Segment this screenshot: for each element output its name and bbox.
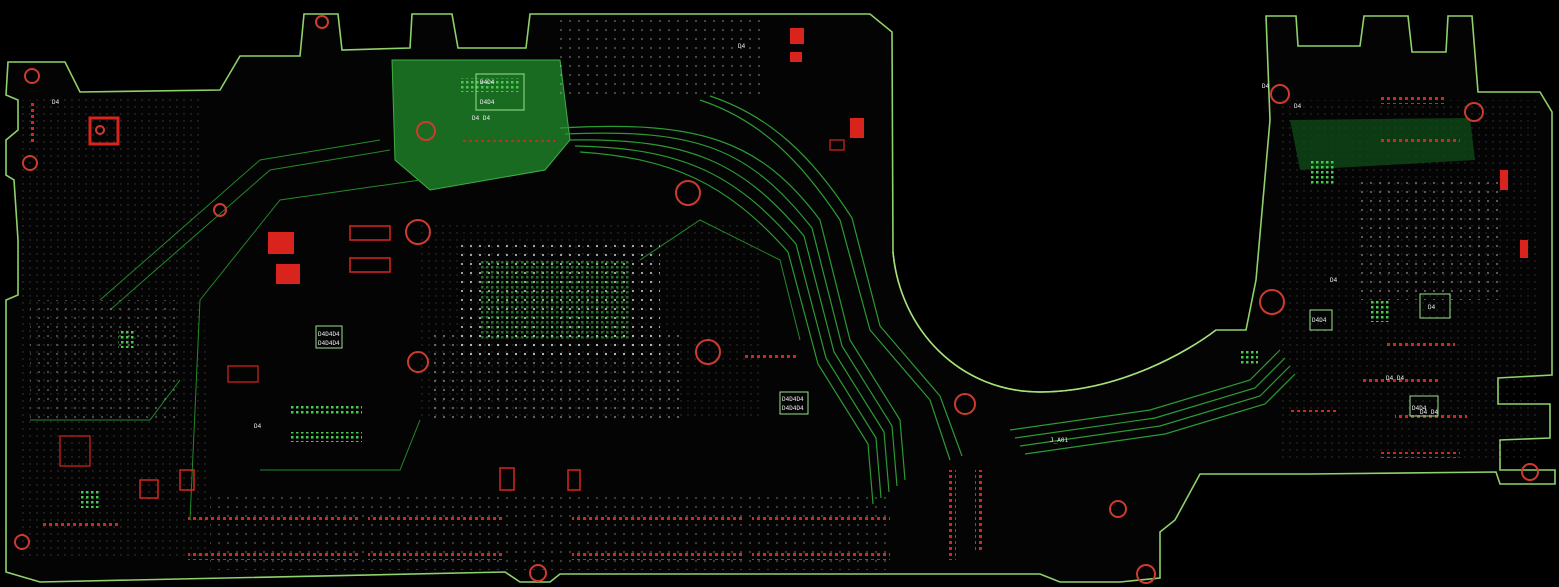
connector-right-1 [1380, 96, 1444, 104]
connector-vert-2 [975, 470, 983, 550]
smd-red-components [59, 28, 1528, 499]
svg-text:J_A01: J_A01 [1050, 437, 1068, 444]
green-pad-bank-2 [290, 432, 362, 442]
connector-mid-1 [742, 354, 798, 359]
mount-hole-2 [22, 155, 38, 171]
mount-hole-5 [405, 219, 431, 245]
chip-label: D4 [1428, 304, 1436, 311]
trace-bus-main [559, 95, 1296, 505]
connector-left-vert [30, 100, 36, 144]
green-pad-bank-6 [1240, 350, 1258, 366]
mount-hole-15 [1259, 289, 1285, 315]
mount-hole-4 [416, 121, 436, 141]
connector-right-6 [1380, 452, 1460, 458]
ic-chip-right-2[interactable]: D4D4 [1309, 309, 1333, 331]
mount-hole-14 [1464, 102, 1484, 122]
via-field-bottom [210, 490, 890, 570]
connector-right-4 [1360, 378, 1440, 384]
mount-hole-3 [315, 15, 329, 29]
chip-label: D4D4D4 [782, 405, 804, 412]
mount-hole-18 [213, 203, 227, 217]
mount-hole-13 [1270, 84, 1290, 104]
connector-right-5 [1395, 412, 1467, 418]
green-pad-bank-4 [1310, 160, 1334, 184]
chip-label: D4D4D4 [318, 331, 340, 338]
via-field-left [30, 300, 180, 420]
svg-text:D4: D4 [52, 99, 60, 106]
svg-text:D4 D4: D4 D4 [472, 115, 490, 122]
svg-text:D4 D4: D4 D4 [1420, 409, 1438, 416]
mount-hole-16 [1521, 463, 1539, 481]
chip-label: D4D4 [480, 99, 495, 106]
ic-chip-cpu[interactable]: D4D4D4 D4D4D4 [315, 325, 343, 349]
cutout-arc [892, 251, 1217, 393]
mount-hole-1 [24, 68, 40, 84]
chip-label: D4D4D4 [318, 340, 340, 347]
ic-chip-ec[interactable]: D4D4 D4D4 [475, 73, 525, 111]
svg-text:D4: D4 [1262, 83, 1270, 90]
mount-hole-8 [695, 339, 721, 365]
mount-hole-7 [675, 180, 701, 206]
green-pad-bank-7 [80, 490, 100, 508]
svg-text:D4: D4 [254, 423, 262, 430]
green-pad-bank-3 [460, 78, 520, 92]
chip-label: D4D4D4 [782, 396, 804, 403]
connector-left-bot [40, 520, 120, 526]
connector-vert-1 [948, 470, 956, 560]
ic-chip-pch[interactable]: D4D4D4 D4D4D4 [779, 391, 809, 415]
via-field-top [560, 20, 760, 100]
green-pad-bank-5 [1370, 300, 1390, 322]
mount-hole-17 [14, 534, 30, 550]
mounting-holes [14, 15, 1539, 584]
mount-hole-11 [1136, 564, 1156, 584]
svg-text:D4: D4 [1294, 103, 1302, 110]
via-field-right [1360, 180, 1500, 300]
connector-right-3 [1385, 340, 1455, 346]
mount-hole-9 [954, 393, 976, 415]
chip-label: D4D4 [1312, 317, 1327, 324]
connector-top-1 [460, 140, 555, 145]
chip-label: D4D4 [1412, 405, 1427, 412]
connector-right-2 [1380, 138, 1460, 144]
mount-hole-19 [95, 125, 105, 135]
bga-lower-vias [430, 330, 680, 420]
chip-label: D4D4 [480, 79, 495, 86]
svg-text:D4: D4 [1330, 277, 1338, 284]
ic-chip-right-1[interactable]: D4D4 [1409, 395, 1439, 417]
mount-hole-6 [407, 351, 429, 373]
connector-right-7 [1290, 410, 1338, 415]
green-pad-bank-1 [290, 404, 362, 414]
svg-text:D4 D4: D4 D4 [1386, 375, 1404, 382]
mount-hole-10 [1109, 500, 1127, 518]
bga-cpu-core [480, 260, 630, 340]
